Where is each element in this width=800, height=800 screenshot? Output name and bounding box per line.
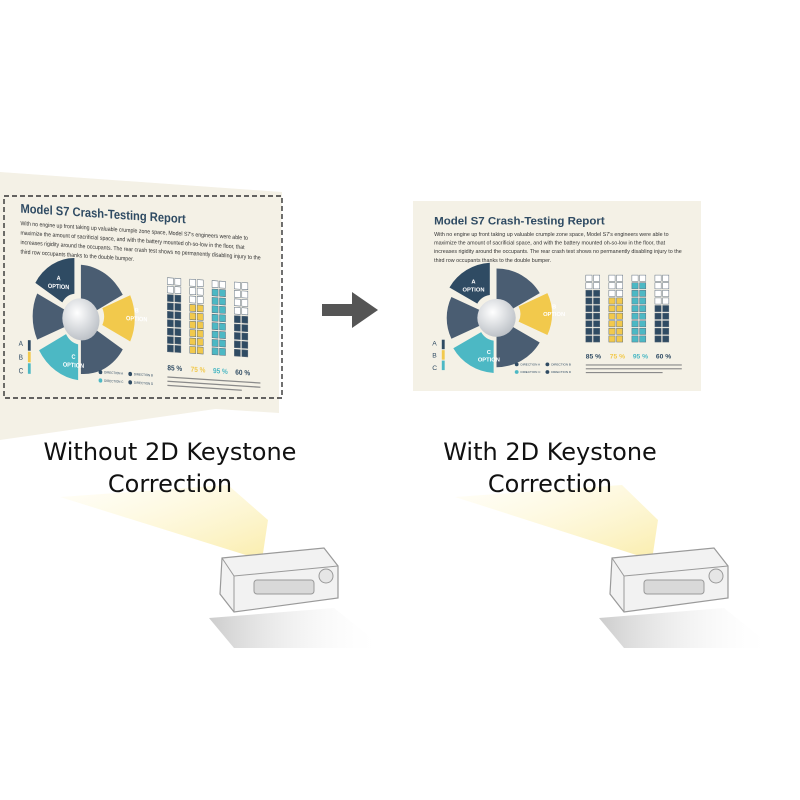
uncorrected-projection [0,172,283,440]
corrected-projection [412,200,702,392]
light-beam-left [60,485,268,560]
projector-icon-right [599,547,774,648]
right-arrow-icon [322,292,378,328]
caption-with-correction: With 2D Keystone Correction [443,438,657,498]
light-beam-right [455,485,658,560]
caption-without-correction: Without 2D Keystone Correction [43,438,297,498]
projector-icon [209,547,384,648]
